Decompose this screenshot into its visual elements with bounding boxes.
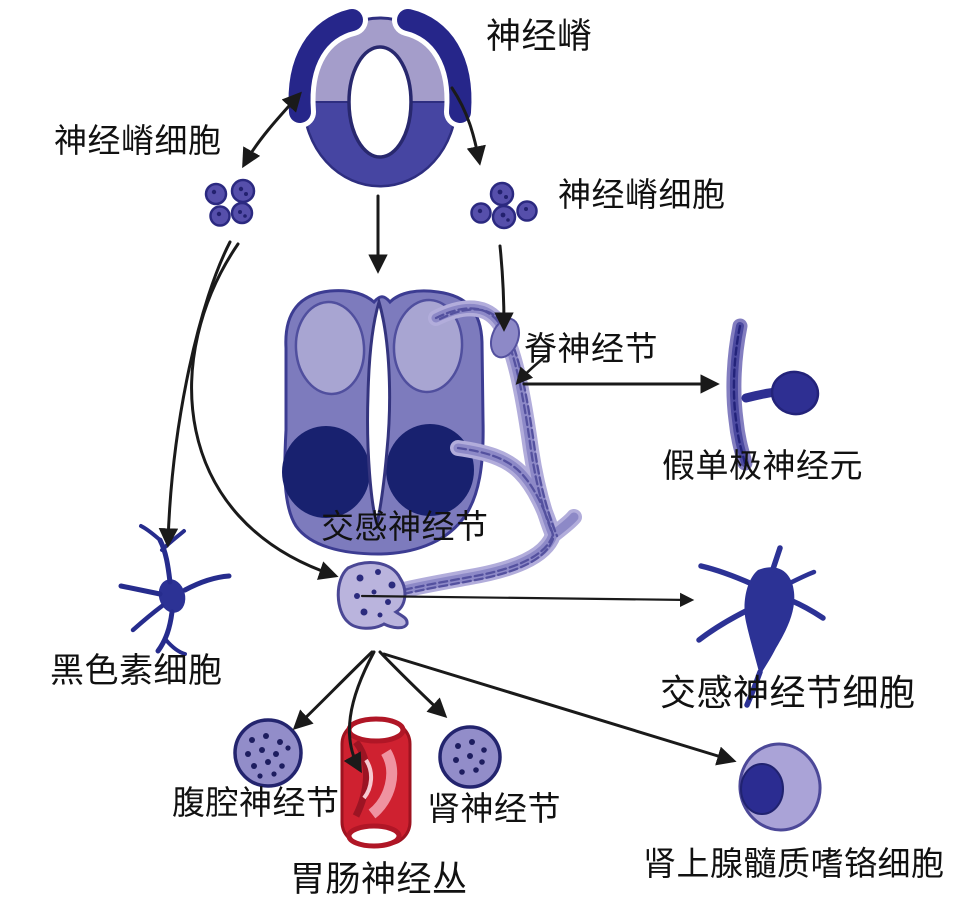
chromaffin-cell-illustration [738, 742, 822, 832]
celiac-ganglion-speckles [245, 733, 291, 779]
pseudounipolar-neuron-illustration [726, 318, 820, 471]
label-celiac-ganglion: 腹腔神经节 [172, 784, 340, 821]
chromaffin-cell-nucleus [740, 763, 784, 815]
gut-tube-bottom-opening [346, 823, 402, 849]
arrow-spinal-ganglion-pointer [515, 354, 548, 385]
arrow-ganglion-to-sympathetic-cell [360, 592, 695, 608]
arrow-fan-to-celiac [292, 650, 374, 731]
spinal-cord-illustration [282, 289, 485, 556]
label-melanocyte: 黑色素细胞 [50, 652, 223, 690]
label-pseudounipolar-neuron: 假单极神经元 [662, 447, 863, 484]
label-neural-crest-cells-right: 神经嵴细胞 [558, 176, 726, 213]
neural-crest-cells-right-illustration [470, 181, 538, 230]
label-neural-crest-cells-left: 神经嵴细胞 [54, 122, 222, 159]
arrow-fan-to-renal [378, 650, 448, 719]
label-renal-ganglion: 肾神经节 [427, 790, 561, 827]
arrow-left-cells-to-melanocyte [158, 240, 232, 548]
label-neural-crest: 神经嵴 [486, 17, 593, 56]
pseudounipolar-cell-body [770, 370, 820, 416]
label-sympathetic-ganglion-cell: 交感神经节细胞 [660, 672, 916, 713]
neural-tube-illustration [283, 4, 477, 188]
arrow-tube-to-right-cells [450, 86, 486, 166]
diagram-arrows [158, 86, 737, 774]
arrow-left-cells-to-ganglion [190, 242, 339, 580]
gut-tube-illustration [340, 716, 412, 849]
arrow-right-cells-to-nerve [494, 244, 514, 332]
melanocyte-illustration [118, 524, 232, 656]
renal-ganglion-speckles [453, 739, 487, 775]
sympathetic-ganglion-cell-illustration [696, 545, 826, 708]
spinal-cord-upper-zones [294, 298, 464, 396]
arrow-fan-to-gut [343, 650, 376, 774]
neural-tube-lumen [347, 45, 413, 159]
gut-tube-top-opening [346, 716, 406, 744]
central-canal [366, 296, 392, 530]
neural-crest-crescent-right [397, 9, 472, 123]
ganglion-dots [354, 569, 396, 618]
label-spinal-ganglion: 脊神经节 [524, 330, 658, 367]
neural-crest-cells-left-illustration [204, 178, 256, 227]
celiac-ganglion-illustration [233, 718, 303, 788]
renal-ganglion-illustration [438, 725, 502, 789]
label-sympathetic-ganglion: 交感神经节 [321, 508, 489, 545]
arrow-tube-to-left-cells [242, 91, 302, 169]
arrow-fan-to-chromaffin [382, 652, 737, 766]
label-enteric-plexus: 胃肠神经丛 [290, 860, 468, 899]
label-adrenal-chromaffin-cell: 肾上腺髓质嗜铬细胞 [643, 845, 945, 882]
